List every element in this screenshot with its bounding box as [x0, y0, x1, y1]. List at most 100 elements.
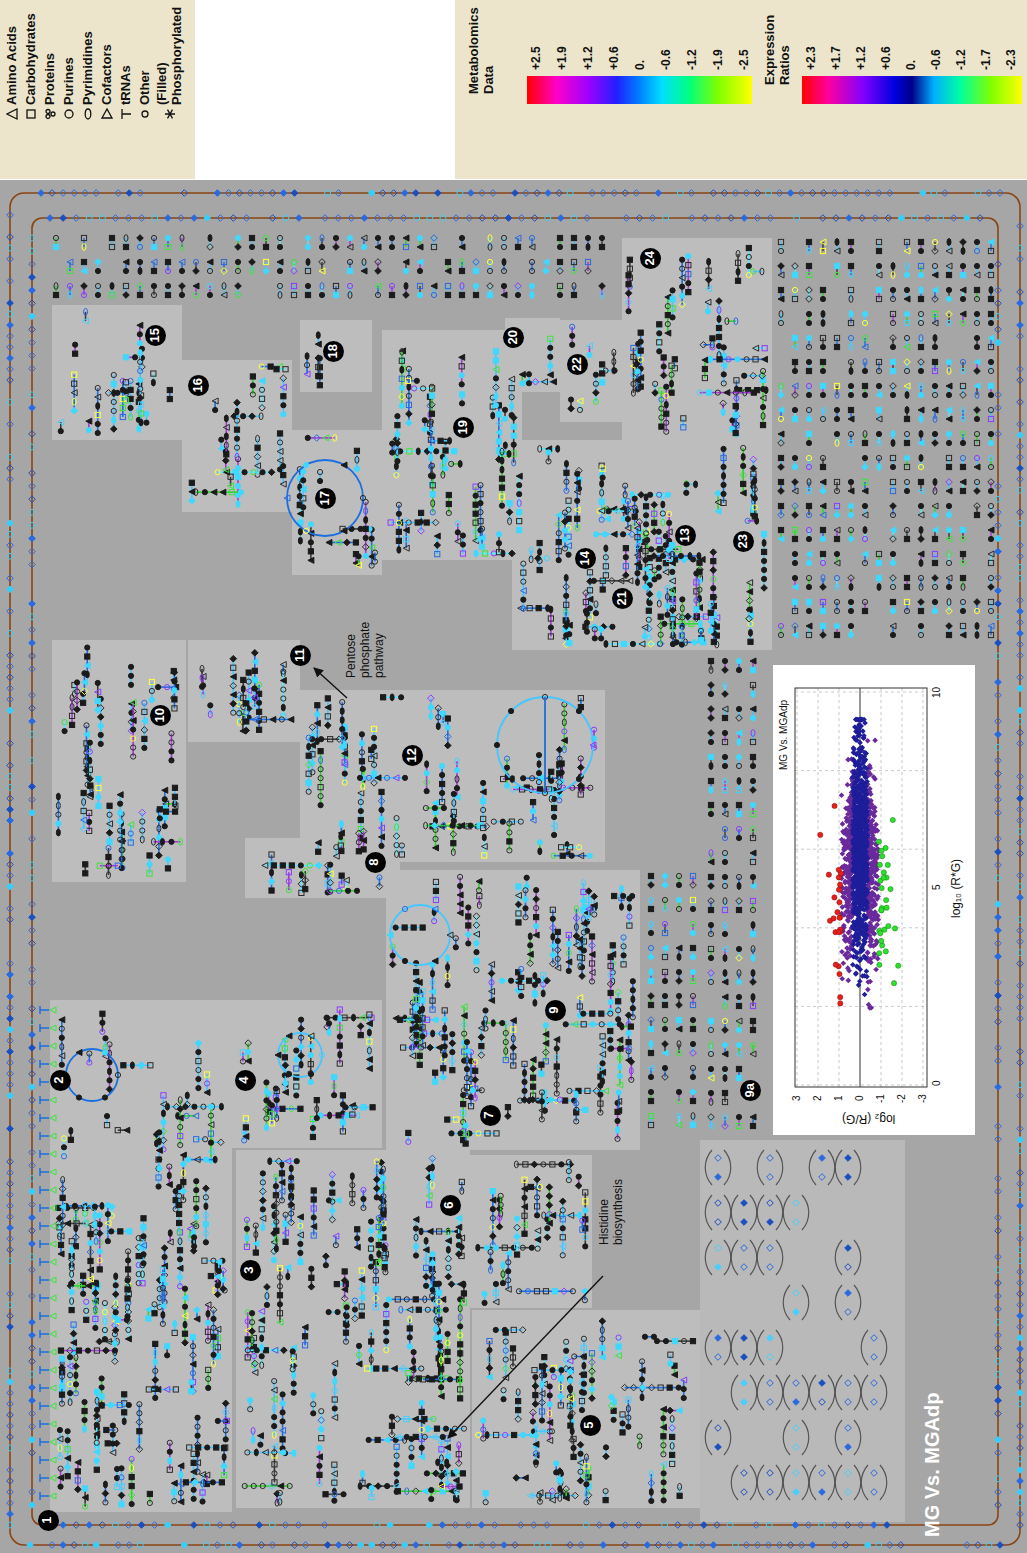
compound-glyph	[291, 1390, 296, 1395]
compound-glyph	[334, 1282, 339, 1287]
compound-glyph	[487, 1347, 492, 1352]
compound-glyph	[57, 1427, 62, 1432]
compound-glyph	[413, 988, 418, 993]
compound-glyph	[429, 1496, 434, 1501]
compound-glyph	[601, 1078, 605, 1085]
compound-glyph	[67, 1391, 72, 1396]
compound-glyph	[661, 1471, 666, 1476]
compound-glyph	[350, 1173, 354, 1180]
compound-glyph	[323, 1492, 328, 1497]
compound-glyph	[344, 1314, 349, 1319]
compound-glyph	[626, 1040, 631, 1045]
compound-glyph	[157, 1166, 162, 1171]
compound-glyph	[99, 1376, 104, 1381]
compound-glyph	[68, 1137, 73, 1142]
compound-glyph	[317, 1472, 322, 1477]
compound-glyph	[264, 1098, 269, 1103]
compound-glyph	[619, 903, 623, 910]
compound-glyph	[59, 1035, 64, 1040]
compound-glyph	[419, 1445, 424, 1450]
compound-glyph	[407, 1335, 412, 1340]
compound-glyph	[433, 1079, 438, 1084]
compound-glyph	[461, 1291, 466, 1296]
compound-glyph	[113, 1310, 118, 1315]
compound-glyph	[283, 1081, 288, 1086]
compound-glyph	[358, 1033, 363, 1038]
compound-glyph	[191, 1487, 196, 1492]
compound-glyph	[500, 1020, 505, 1025]
compound-glyph	[204, 1157, 209, 1162]
compound-glyph	[483, 1008, 488, 1013]
compound-glyph	[161, 1120, 166, 1125]
compound-glyph	[182, 1304, 187, 1309]
compound-glyph	[342, 1269, 347, 1274]
compound-glyph	[366, 1437, 371, 1442]
compound-glyph	[534, 914, 539, 919]
compound-glyph	[344, 1323, 349, 1328]
compound-glyph	[501, 1397, 506, 1402]
compound-glyph	[210, 1480, 215, 1485]
compound-glyph	[599, 1011, 604, 1016]
compound-glyph	[394, 1462, 399, 1467]
compound-glyph	[409, 1454, 414, 1459]
compound-glyph	[559, 1162, 564, 1167]
compound-glyph	[426, 1425, 430, 1432]
compound-glyph	[409, 1436, 414, 1441]
compound-glyph	[326, 1309, 331, 1314]
compound-glyph	[579, 1408, 584, 1413]
compound-glyph	[479, 1044, 484, 1049]
compound-glyph	[590, 1011, 595, 1016]
compound-glyph	[161, 1110, 165, 1117]
compound-glyph	[571, 1445, 576, 1450]
compound-glyph	[450, 1050, 455, 1055]
compound-glyph	[264, 1088, 268, 1095]
compound-glyph	[105, 1203, 110, 1208]
compound-glyph	[484, 1245, 489, 1250]
compound-glyph	[611, 1417, 616, 1422]
compound-glyph	[211, 1334, 216, 1339]
compound-glyph	[299, 1017, 304, 1022]
compound-glyph	[125, 1278, 130, 1283]
compound-glyph	[514, 1216, 519, 1221]
compound-glyph	[204, 1203, 208, 1210]
compound-glyph	[93, 1221, 97, 1228]
compound-glyph	[119, 1502, 124, 1507]
compound-glyph	[83, 1486, 88, 1491]
compound-glyph	[446, 955, 450, 962]
compound-glyph	[430, 1164, 434, 1171]
compound-glyph	[249, 1311, 254, 1316]
compound-glyph	[72, 1203, 77, 1208]
compound-glyph	[361, 1105, 366, 1110]
compound-glyph	[65, 1429, 70, 1434]
compound-glyph	[110, 1441, 115, 1446]
compound-glyph	[279, 1171, 284, 1176]
compound-glyph	[681, 1395, 686, 1400]
compound-glyph	[59, 1392, 64, 1397]
compound-glyph	[216, 1268, 221, 1273]
compound-glyph	[430, 1173, 434, 1180]
compound-glyph	[431, 970, 435, 977]
compound-glyph	[243, 1125, 248, 1130]
compound-glyph	[457, 1484, 462, 1489]
compound-glyph	[608, 954, 613, 959]
compound-glyph	[443, 1426, 448, 1431]
compound-glyph	[616, 1090, 621, 1095]
compound-glyph	[59, 1356, 64, 1361]
compound-glyph	[92, 1204, 97, 1209]
compound-glyph	[310, 1125, 315, 1130]
compound-glyph	[445, 1349, 450, 1354]
compound-glyph	[464, 1066, 469, 1071]
compound-glyph	[195, 1415, 200, 1420]
compound-glyph	[488, 1258, 493, 1263]
compound-glyph	[104, 1427, 109, 1432]
compound-glyph	[141, 1225, 146, 1230]
compound-glyph	[125, 1267, 130, 1272]
compound-glyph	[355, 1227, 360, 1232]
compound-glyph	[332, 1406, 337, 1411]
compound-glyph	[581, 1372, 586, 1377]
compound-glyph	[574, 1091, 578, 1098]
compound-glyph	[100, 1011, 105, 1016]
compound-glyph	[582, 1362, 586, 1369]
compound-glyph	[474, 959, 479, 964]
compound-glyph	[344, 1305, 349, 1310]
